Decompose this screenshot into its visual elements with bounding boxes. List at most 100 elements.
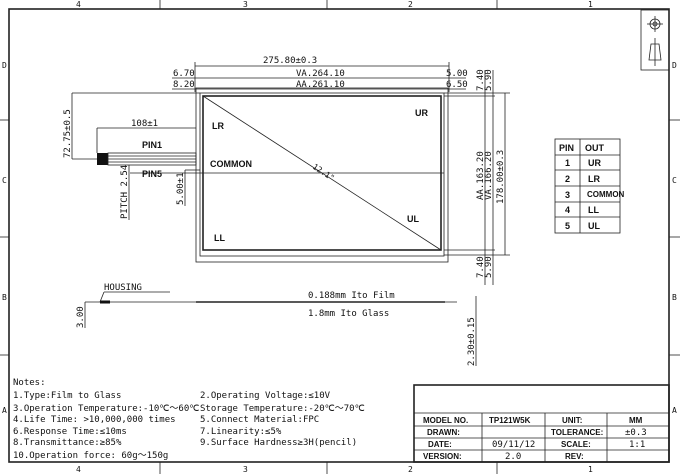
cone-icon (648, 43, 662, 61)
corner-label-lr: LR (212, 121, 224, 131)
dim-aa-width: AA.261.10 (296, 80, 345, 90)
top-dimensions: 275.80±0.3 6.70 VA.264.10 5.00 8.20 AA.2… (172, 56, 468, 92)
col-marker: 3 (243, 0, 248, 9)
pin-out: LR (588, 174, 600, 184)
pin-out: UL (588, 221, 600, 231)
note: 5.Connect Material:FPC (200, 415, 319, 425)
row-marker: A (2, 406, 7, 415)
fpc-tail: 72.75±0.5 108±1 PIN1 PIN5 PITCH 2.54 5.0… (63, 92, 200, 220)
dim-tail-offset: 5.00±1 (176, 172, 186, 205)
dim-va-left: 6.70 (173, 69, 195, 79)
pin-number: 4 (565, 205, 570, 215)
corner-label-ul: UL (407, 214, 419, 224)
note: 3.Operation Temperature:-10℃～60℃ (13, 404, 199, 414)
row-marker: B (672, 293, 677, 302)
pin-out: UR (588, 158, 601, 168)
pin-out: COMMON (587, 190, 625, 199)
col-marker: 1 (588, 465, 593, 474)
tolerance-label: TOLERANCE: (551, 428, 603, 437)
note: Storage Temperature:-20℃～70℃ (200, 404, 365, 414)
dim-aa-left: 8.20 (173, 80, 195, 90)
note: 6.Response Time:≤10ms (13, 427, 127, 437)
scale-value: 1:1 (629, 440, 645, 450)
version-label: VERSION: (423, 452, 462, 461)
side-view: HOUSING 0.188mm Ito Film 1.8mm Ito Glass… (76, 283, 477, 366)
dim-pitch: PITCH 2.54 (120, 165, 130, 219)
unit-value: MM (629, 416, 643, 425)
pin-out: LL (588, 205, 599, 215)
pin-table-header: PIN (559, 143, 574, 153)
va-outline (199, 92, 445, 257)
pin5-label: PIN5 (142, 169, 162, 179)
dim-va-width: VA.264.10 (296, 69, 345, 79)
dim-bottom-aa: 7.40 (476, 256, 486, 278)
pin-number: 2 (565, 174, 570, 184)
col-marker: 3 (243, 465, 248, 474)
pin-table: PIN OUT 1 UR 2 LR 3 COMMON 4 LL 5 UL (554, 138, 625, 234)
dim-overall-width: 275.80±0.3 (263, 56, 317, 66)
version-value: 2.0 (505, 452, 521, 462)
col-marker: 4 (76, 465, 81, 474)
fpc-connector (97, 153, 108, 165)
title-block: MODEL NO. TP121W5K UNIT: MM DRAWN: TOLER… (413, 384, 670, 463)
unit-label: UNIT: (562, 416, 582, 425)
row-markers: D C B A D C B A (0, 61, 680, 415)
notes-title: Notes: (13, 378, 46, 388)
notes: Notes: 1.Type:Film to Glass 3.Operation … (13, 378, 365, 461)
row-marker: D (672, 61, 677, 70)
rev-label: REV: (565, 452, 584, 461)
pin-number: 3 (565, 190, 570, 200)
projection-symbol (640, 9, 670, 71)
model-label: MODEL NO. (423, 416, 468, 425)
note: 9.Surface Hardness≥3H(pencil) (200, 438, 357, 448)
dim-total-thickness: 2.30±0.15 (467, 317, 477, 366)
dim-va-height: VA.166.20 (484, 151, 494, 200)
row-marker: B (2, 293, 7, 302)
col-marker: 1 (588, 0, 593, 9)
pin-table-header: OUT (585, 143, 605, 153)
row-marker: A (672, 406, 677, 415)
pin1-label: PIN1 (142, 140, 162, 150)
note: 7.Linearity:≤5% (200, 427, 282, 437)
dim-va-right: 5.00 (446, 69, 468, 79)
dim-aa-right: 6.50 (446, 80, 468, 90)
drawing-frame (8, 8, 670, 463)
dim-fpc-length: 108±1 (131, 119, 158, 129)
diagonal-size: 12.1" (311, 162, 336, 183)
col-marker: 2 (408, 0, 413, 9)
col-marker: 4 (76, 0, 81, 9)
dim-top-va: 5.90 (484, 69, 494, 91)
column-markers: 4 3 2 1 4 3 2 1 (76, 0, 593, 474)
date-value: 09/11/12 (492, 440, 535, 450)
tolerance-value: ±0.3 (625, 428, 647, 438)
corner-label-ur: UR (415, 108, 428, 118)
housing-label: HOUSING (104, 283, 142, 293)
dim-housing-thickness: 3.00 (76, 306, 86, 328)
dim-top-aa: 7.40 (476, 69, 486, 91)
drawn-label: DRAWN: (427, 428, 460, 437)
outer-outline (195, 87, 449, 263)
dim-bottom-va: 5.90 (484, 256, 494, 278)
pin-number: 1 (565, 158, 570, 168)
corner-label-common: COMMON (210, 159, 252, 169)
glass-label: 1.8mm Ito Glass (308, 309, 389, 319)
pin-number: 5 (565, 221, 570, 231)
film-label: 0.188mm Ito Film (308, 291, 395, 301)
scale-label: SCALE: (561, 440, 591, 449)
right-dimensions: 7.40 5.90 AA.163.20 VA.166.20 178.00±0.3… (444, 69, 510, 285)
col-marker: 2 (408, 465, 413, 474)
row-marker: C (2, 176, 7, 185)
note: 1.Type:Film to Glass (13, 391, 121, 401)
dim-fpc-offset: 72.75±0.5 (63, 109, 73, 158)
note: 4.Life Time: >10,000,000 times (13, 415, 176, 425)
corner-label-ll: LL (214, 233, 225, 243)
note: 10.Operation force: 60g～150g (13, 451, 168, 461)
dim-aa-height: AA.163.20 (476, 151, 486, 200)
note: 2.Operating Voltage:≤10V (200, 391, 331, 401)
row-marker: D (2, 61, 7, 70)
date-label: DATE: (428, 440, 452, 449)
model-value: TP121W5K (489, 416, 531, 425)
row-marker: C (672, 176, 677, 185)
note: 8.Transmittance:≥85% (13, 438, 122, 448)
